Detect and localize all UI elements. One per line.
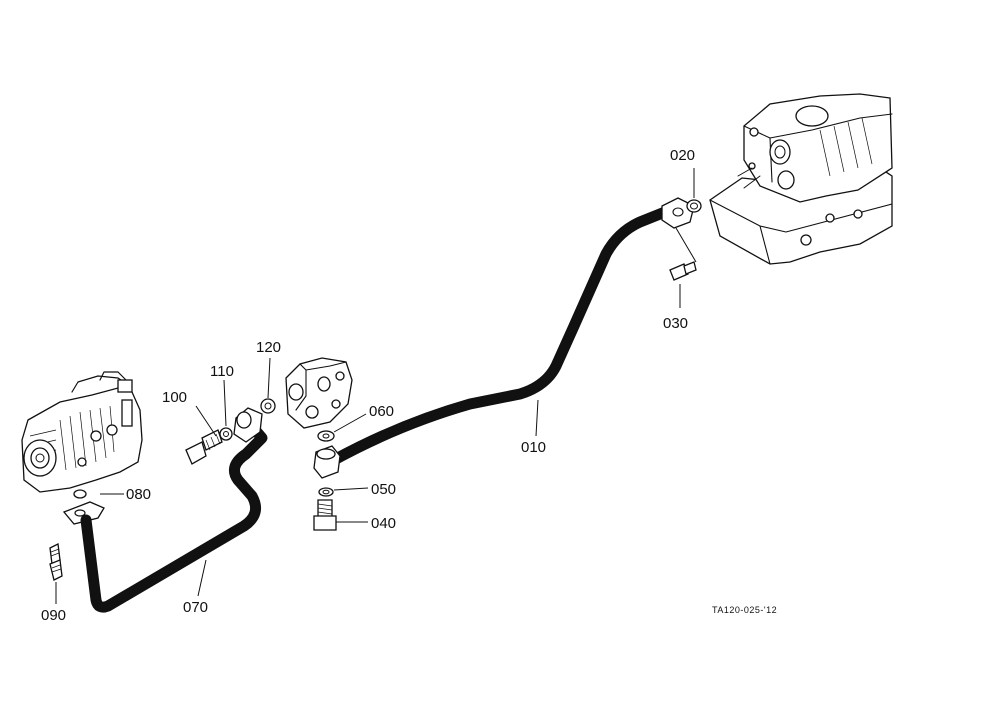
callout-080[interactable]: 080 — [126, 486, 151, 503]
callout-040[interactable]: 040 — [371, 515, 396, 532]
callouts: 010 020 030 040 050 060 070 080 090 100 … — [41, 147, 695, 624]
pipe-010 — [328, 204, 676, 466]
banjo-fitting-070 — [233, 407, 263, 443]
leader-lines — [55, 168, 695, 604]
banjo-fitting-010 — [313, 445, 341, 479]
pipe-070 — [80, 418, 268, 613]
figure-reference-code: TA120-025-'12 — [712, 605, 777, 615]
valve-block — [285, 357, 353, 429]
callout-070[interactable]: 070 — [183, 599, 208, 616]
callout-100[interactable]: 100 — [162, 389, 187, 406]
transmission-housing — [709, 93, 893, 265]
callout-060[interactable]: 060 — [369, 403, 394, 420]
washer-060 — [317, 430, 335, 442]
callout-020[interactable]: 020 — [670, 147, 695, 164]
callout-030[interactable]: 030 — [663, 315, 688, 332]
pump-outlet-flange — [62, 489, 105, 525]
pipe-flange-010 — [661, 197, 695, 229]
callout-010[interactable]: 010 — [521, 439, 546, 456]
banjo-bolt-100 — [185, 429, 223, 465]
flange-bolts — [49, 543, 63, 581]
o-ring-020 — [686, 199, 702, 213]
callout-110[interactable]: 110 — [210, 363, 234, 380]
callout-050[interactable]: 050 — [371, 481, 396, 498]
callout-090[interactable]: 090 — [41, 607, 66, 624]
washer-110 — [219, 427, 233, 441]
bolt-030 — [669, 227, 697, 281]
washer-120 — [260, 398, 276, 414]
hydraulic-pump — [21, 371, 143, 493]
callout-120[interactable]: 120 — [256, 339, 281, 356]
banjo-bolt-040 — [313, 499, 337, 531]
washer-050 — [318, 487, 334, 497]
